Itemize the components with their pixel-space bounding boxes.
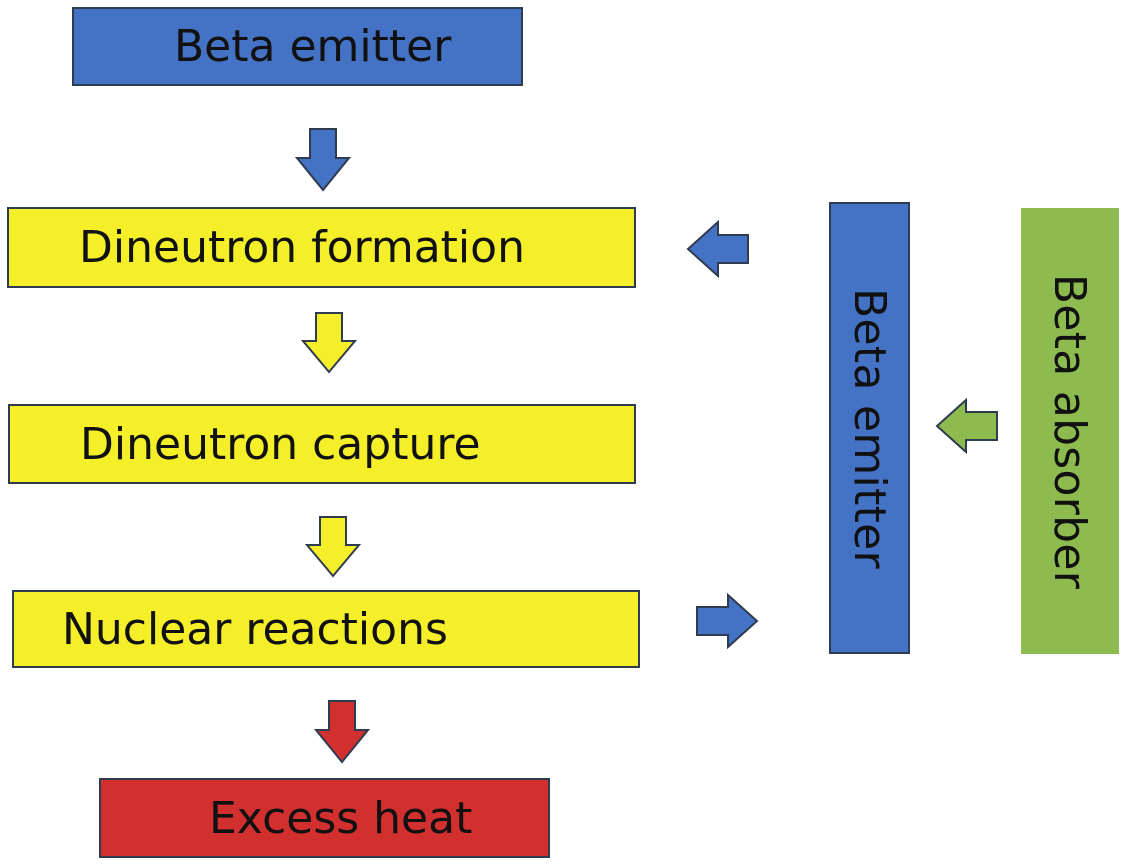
down-arrow-icon <box>294 128 352 192</box>
nuclear-reactions-box: Nuclear reactions <box>12 590 640 668</box>
left-arrow-icon <box>935 397 998 455</box>
dineutron-formation-label: Dineutron formation <box>79 222 525 273</box>
nuclear-reactions-label: Nuclear reactions <box>62 603 448 655</box>
beta-emitter-box-top: Beta emitter <box>72 7 523 86</box>
beta-absorber-box: Beta absorber <box>1021 208 1119 654</box>
right-arrow-icon <box>696 592 759 650</box>
excess-heat-box: Excess heat <box>99 778 550 858</box>
left-arrow-icon <box>686 219 749 279</box>
down-arrow-icon <box>304 516 362 578</box>
down-arrow-icon <box>300 312 358 374</box>
beta-emitter-side-label: Beta emitter <box>844 287 896 569</box>
beta-emitter-label: Beta emitter <box>174 21 452 72</box>
down-arrow-icon <box>313 700 371 764</box>
dineutron-capture-label: Dineutron capture <box>80 418 481 470</box>
excess-heat-label: Excess heat <box>209 792 473 844</box>
beta-absorber-label: Beta absorber <box>1044 273 1096 589</box>
beta-emitter-box-side: Beta emitter <box>829 202 910 654</box>
dineutron-capture-box: Dineutron capture <box>8 404 636 484</box>
dineutron-formation-box: Dineutron formation <box>7 207 636 288</box>
